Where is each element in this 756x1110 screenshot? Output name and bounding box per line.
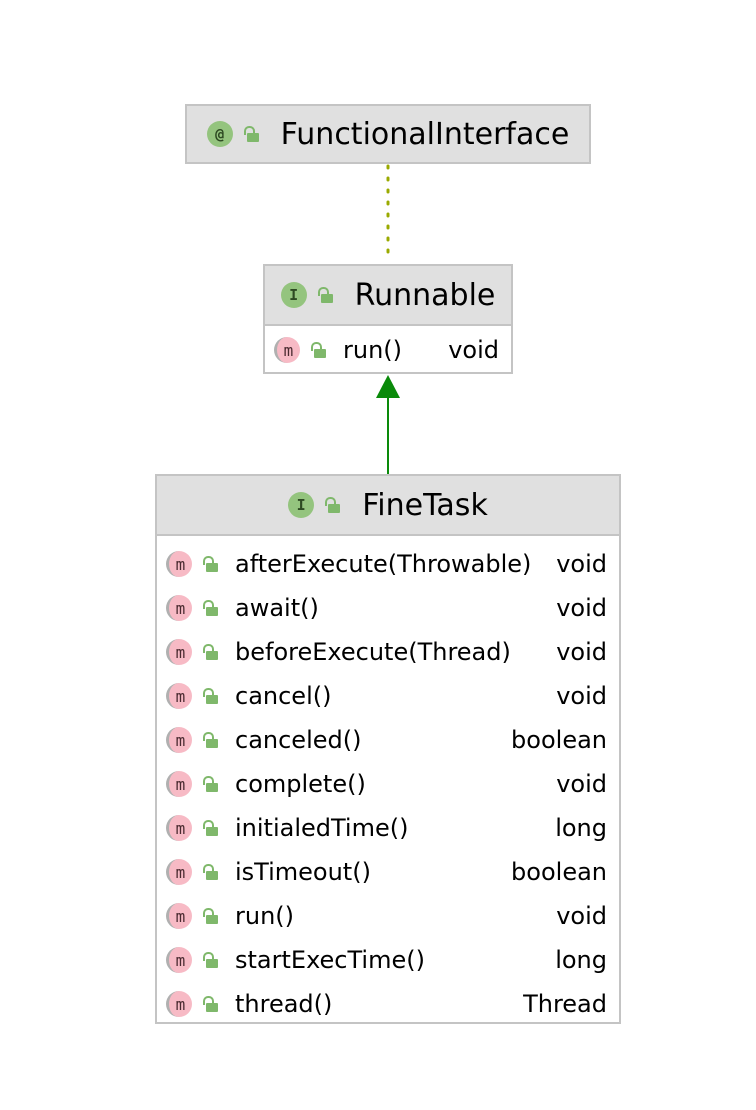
method-name: beforeExecute(Thread) bbox=[235, 638, 511, 666]
method-row[interactable]: m thread() Thread bbox=[157, 982, 619, 1026]
method-name: isTimeout() bbox=[235, 858, 371, 886]
method-row[interactable]: m isTimeout() boolean bbox=[157, 850, 619, 894]
public-lock-icon bbox=[202, 820, 218, 836]
finetask-box[interactable]: I FineTask m afterExecute(Throwable) voi… bbox=[155, 474, 621, 1024]
method-row[interactable]: m run() void bbox=[265, 328, 511, 372]
method-row[interactable]: m afterExecute(Throwable) void bbox=[157, 542, 619, 586]
method-name: initialedTime() bbox=[235, 814, 409, 842]
functional-interface-header: @ FunctionalInterface bbox=[187, 106, 589, 162]
method-return-type: void bbox=[556, 902, 607, 930]
annotation-icon: @ bbox=[206, 121, 233, 147]
method-icon: m bbox=[166, 815, 192, 841]
method-return-type: void bbox=[556, 594, 607, 622]
public-lock-icon bbox=[243, 126, 259, 142]
functional-interface-title: FunctionalInterface bbox=[280, 116, 570, 152]
finetask-header: I FineTask bbox=[157, 476, 619, 534]
method-name: afterExecute(Throwable) bbox=[235, 550, 532, 578]
public-lock-icon bbox=[202, 952, 218, 968]
method-return-type: long bbox=[555, 814, 607, 842]
method-name: canceled() bbox=[235, 726, 362, 754]
method-row[interactable]: m beforeExecute(Thread) void bbox=[157, 630, 619, 674]
method-return-type: void bbox=[556, 638, 607, 666]
method-return-type: void bbox=[448, 336, 499, 364]
method-icon: m bbox=[166, 727, 192, 753]
method-row[interactable]: m await() void bbox=[157, 586, 619, 630]
method-name: cancel() bbox=[235, 682, 332, 710]
method-icon: m bbox=[166, 551, 192, 577]
public-lock-icon bbox=[202, 908, 218, 924]
method-name: complete() bbox=[235, 770, 366, 798]
public-lock-icon bbox=[202, 776, 218, 792]
method-name: run() bbox=[235, 902, 295, 930]
method-row[interactable]: m initialedTime() long bbox=[157, 806, 619, 850]
public-lock-icon bbox=[324, 497, 341, 513]
runnable-title: Runnable bbox=[354, 277, 496, 313]
finetask-methods: m afterExecute(Throwable) void m await()… bbox=[157, 534, 619, 1026]
method-name: startExecTime() bbox=[235, 946, 425, 974]
runnable-box[interactable]: I Runnable m run() void bbox=[263, 264, 513, 374]
method-icon: m bbox=[166, 903, 192, 929]
method-name: run() bbox=[343, 336, 403, 364]
public-lock-icon bbox=[202, 644, 218, 660]
finetask-title: FineTask bbox=[362, 487, 488, 523]
interface-icon: I bbox=[288, 492, 315, 518]
method-icon: m bbox=[166, 639, 192, 665]
method-icon: m bbox=[166, 947, 192, 973]
method-icon: m bbox=[166, 859, 192, 885]
public-lock-icon bbox=[202, 688, 218, 704]
public-lock-icon bbox=[202, 864, 218, 880]
method-return-type: Thread bbox=[523, 990, 607, 1018]
method-name: await() bbox=[235, 594, 319, 622]
method-icon: m bbox=[274, 337, 300, 363]
method-return-type: void bbox=[556, 770, 607, 798]
method-icon: m bbox=[166, 991, 192, 1017]
public-lock-icon bbox=[317, 287, 333, 303]
method-row[interactable]: m canceled() boolean bbox=[157, 718, 619, 762]
interface-icon: I bbox=[280, 282, 307, 308]
public-lock-icon bbox=[202, 556, 218, 572]
runnable-methods: m run() void bbox=[265, 324, 511, 372]
public-lock-icon bbox=[202, 996, 218, 1012]
inheritance-arrowhead bbox=[376, 375, 400, 398]
functional-interface-box[interactable]: @ FunctionalInterface bbox=[185, 104, 591, 164]
method-name: thread() bbox=[235, 990, 333, 1018]
public-lock-icon bbox=[310, 342, 326, 358]
method-return-type: boolean bbox=[511, 726, 607, 754]
method-icon: m bbox=[166, 771, 192, 797]
method-row[interactable]: m startExecTime() long bbox=[157, 938, 619, 982]
public-lock-icon bbox=[202, 600, 218, 616]
method-row[interactable]: m run() void bbox=[157, 894, 619, 938]
method-return-type: void bbox=[556, 550, 607, 578]
method-return-type: long bbox=[555, 946, 607, 974]
runnable-header: I Runnable bbox=[265, 266, 511, 324]
method-return-type: boolean bbox=[511, 858, 607, 886]
method-row[interactable]: m complete() void bbox=[157, 762, 619, 806]
method-icon: m bbox=[166, 595, 192, 621]
method-return-type: void bbox=[556, 682, 607, 710]
method-row[interactable]: m cancel() void bbox=[157, 674, 619, 718]
public-lock-icon bbox=[202, 732, 218, 748]
method-icon: m bbox=[166, 683, 192, 709]
